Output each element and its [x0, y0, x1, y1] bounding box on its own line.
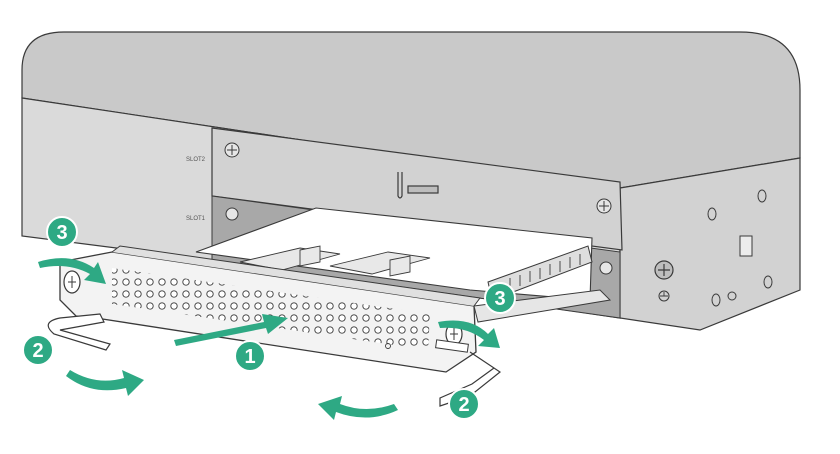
svg-text:3: 3: [56, 222, 67, 244]
callout-step-3-right: 3: [484, 282, 516, 314]
module-faceplate-holes: [112, 268, 430, 350]
callout-step-2-left: 2: [22, 334, 54, 366]
filler-panel-screws: [224, 142, 612, 214]
insert-arrow-icon: [174, 314, 288, 346]
svg-text:3: 3: [494, 288, 505, 310]
ejector-lever-left: [47, 313, 111, 351]
chassis-top: [21, 31, 801, 189]
close-lever-arrow-left-icon: [66, 370, 144, 396]
side-panel-details: [707, 189, 773, 307]
slot1-label: SLOT1: [186, 216, 206, 222]
captive-screw-left-icon: [63, 270, 81, 294]
callout-step-2-right: 2: [448, 388, 480, 420]
svg-text:2: 2: [32, 340, 43, 362]
tighten-arrow-right-icon: [438, 320, 500, 348]
svg-text:2: 2: [458, 394, 469, 416]
slot1-screw-hole: [225, 207, 239, 221]
close-lever-arrow-right-icon: [318, 396, 398, 420]
slot1-screw-hole-right: [599, 261, 613, 275]
svg-text:1: 1: [244, 346, 255, 368]
module-label-plate: [435, 339, 469, 353]
chassis-side-panel: [619, 157, 801, 331]
tighten-arrow-left-icon: [38, 258, 106, 284]
slot2-label: SLOT2: [186, 157, 206, 163]
status-led-icon: [385, 343, 391, 349]
filler-panel-latch: [397, 172, 439, 199]
ground-screw-icon: [654, 260, 674, 302]
pcb-components: [239, 245, 431, 277]
module-faceplate-top-edge: [111, 245, 481, 307]
module-guide-rail: [473, 289, 612, 323]
callout-step-1: 1: [234, 340, 266, 372]
callout-step-3-left: 3: [46, 216, 78, 248]
motion-arrows: [38, 258, 500, 420]
